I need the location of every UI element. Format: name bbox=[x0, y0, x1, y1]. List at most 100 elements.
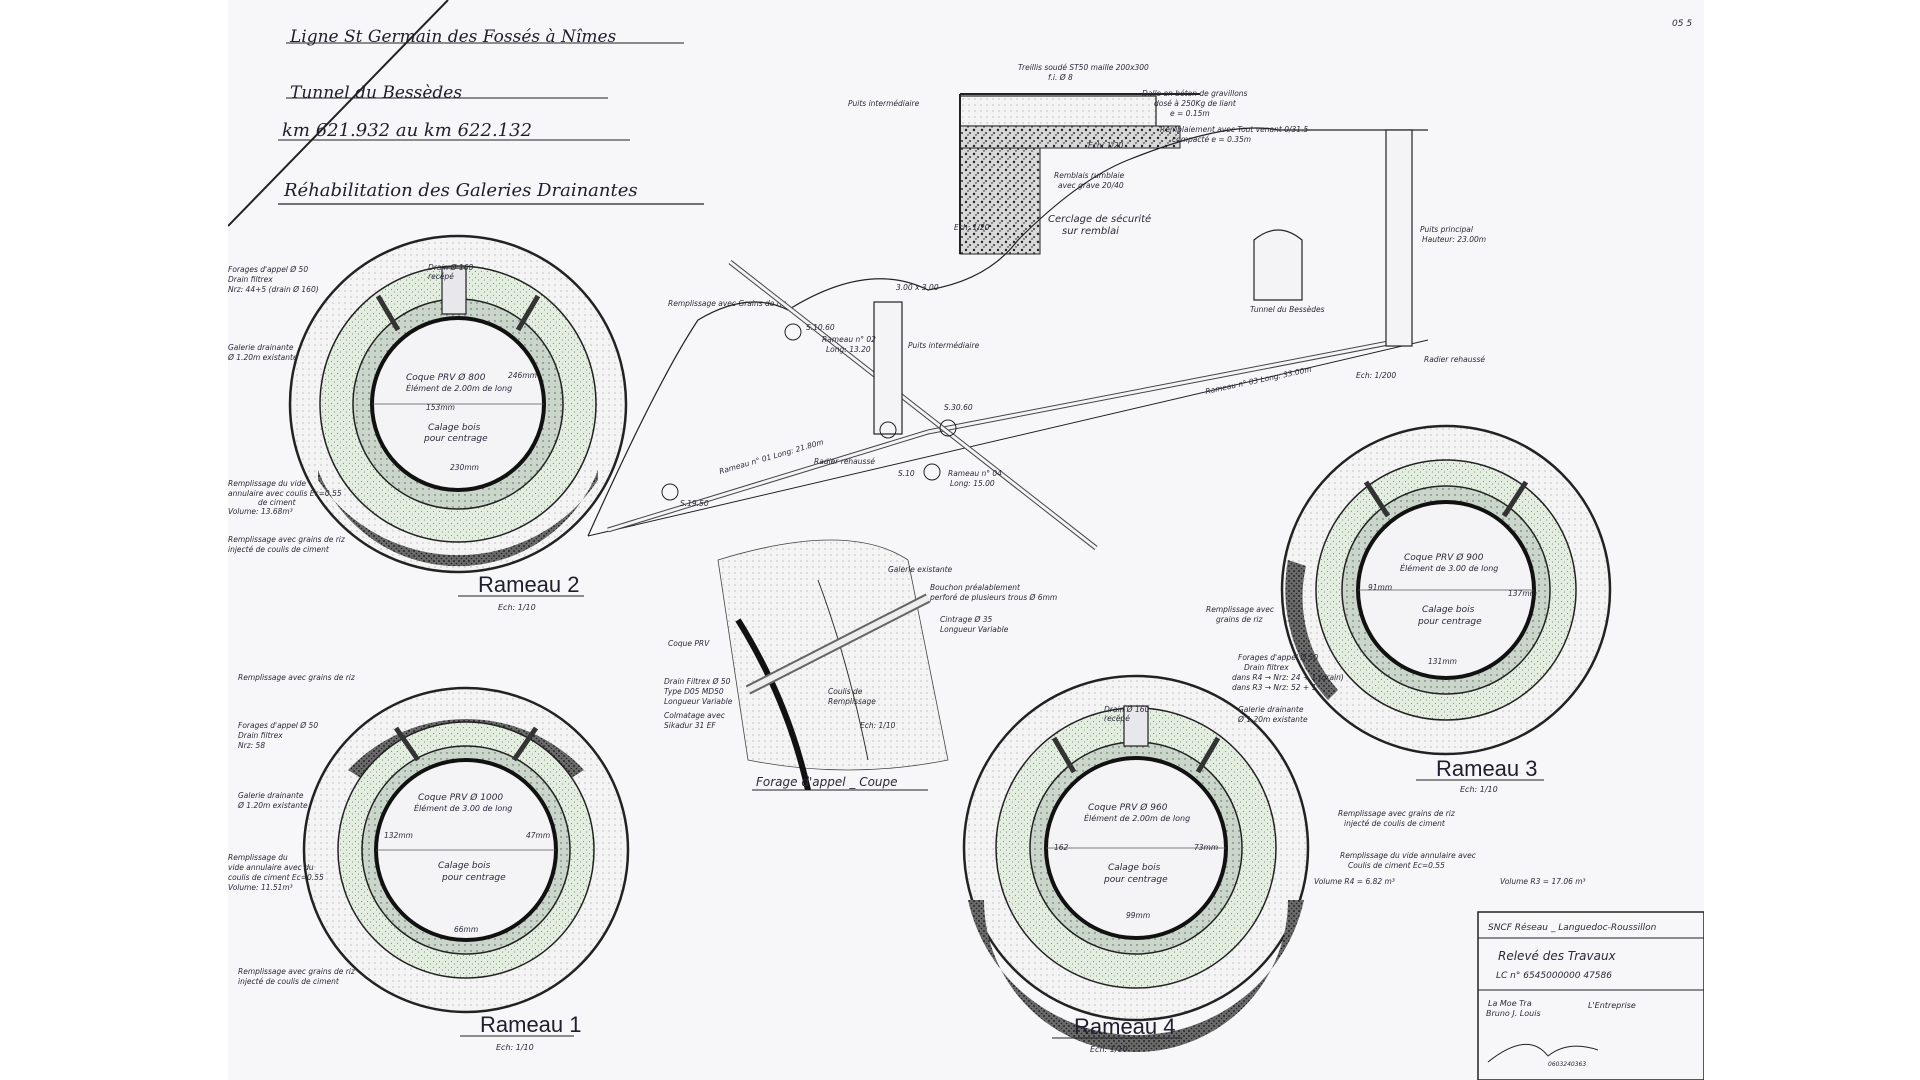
forage-perfore: perforé de plusieurs trous Ø 6mm bbox=[929, 593, 1057, 602]
r2-calage: Calage bois bbox=[428, 423, 481, 433]
r3-element: Élément de 3.00 de long bbox=[1400, 562, 1498, 573]
forage-bouchon: Bouchon préalablement bbox=[930, 583, 1021, 592]
cartouche: SNCF Réseau _ Languedoc-Roussillon Relev… bbox=[1477, 911, 1704, 1080]
r3-grains-riz: grains de riz bbox=[1216, 615, 1263, 624]
detail-treillis: Treillis soudé ST50 maille 200x300 bbox=[1018, 63, 1149, 72]
r2-drain-filtrex: Drain filtrex bbox=[228, 275, 273, 284]
r1-galerie-dim: Ø 1.20m existante bbox=[237, 801, 308, 810]
header-line1: Ligne St Germain des Fossés à Nîmes bbox=[289, 27, 617, 47]
r4-calage: Calage bois bbox=[1108, 863, 1161, 873]
rameau4-floor-grout bbox=[968, 900, 1304, 1052]
rameau3-forage-right bbox=[1501, 480, 1529, 518]
r3-coque: Coque PRV Ø 900 bbox=[1404, 552, 1484, 563]
r2-title: Rameau 2 bbox=[478, 572, 580, 597]
forage-galerie: Galerie existante bbox=[888, 565, 953, 574]
plan-rameau2-long: Long: 13.20 bbox=[826, 345, 871, 354]
detail-puits: Puits intermédiaire bbox=[848, 99, 920, 108]
plan-rameau2: Rameau n° 02 bbox=[822, 335, 876, 344]
r3-injecte: injecté de coulis de ciment bbox=[1344, 819, 1446, 828]
r3-forages: Forages d'appel Ø 50 bbox=[1238, 653, 1318, 662]
forage-remp: Remplissage bbox=[828, 697, 876, 706]
detail-slab bbox=[959, 95, 1157, 127]
r2-injecte: injecté de coulis de ciment bbox=[228, 545, 330, 554]
detail-ech2: Ech: 1/20 bbox=[954, 223, 990, 232]
r1-title: Rameau 1 bbox=[480, 1012, 582, 1037]
r3-vol-r4: Volume R4 = 6.82 m³ bbox=[1314, 877, 1395, 886]
r3-galerie-dim: Ø 1.20m existante bbox=[1237, 715, 1308, 724]
detail-dosage: dosé à 250Kg de liant bbox=[1154, 99, 1237, 108]
rameau4-drain-pipe bbox=[1123, 705, 1149, 747]
cartouche-entreprise: L'Entreprise bbox=[1588, 1001, 1636, 1010]
r1-nrz: Nrz: 58 bbox=[238, 741, 265, 750]
plan-tunnel-portal bbox=[1253, 229, 1303, 301]
r1-coulis: coulis de ciment Ec=0.55 bbox=[228, 873, 324, 882]
r2-remplissage-riz: Remplissage avec Grains de riz bbox=[668, 299, 787, 308]
rameau1-forage-left bbox=[393, 726, 421, 762]
r3-dim3: 131mm bbox=[1428, 657, 1457, 666]
plan-intermediate-shaft bbox=[873, 301, 903, 435]
r1-vide: vide annulaire avec du bbox=[228, 863, 314, 872]
r3-coulis: Coulis de ciment Ec=0.55 bbox=[1348, 861, 1445, 870]
r2-forages: Forages d'appel Ø 50 bbox=[228, 265, 308, 274]
r1-remp-injecte: Remplissage avec grains de riz bbox=[238, 967, 356, 976]
r3-r4-note: dans R4 → Nrz: 24 + 1 (drain) bbox=[1232, 673, 1344, 682]
rameau2-drain-pipe bbox=[441, 267, 467, 315]
cartouche-moe: La Moe Tra bbox=[1488, 999, 1532, 1008]
plan-radier: Radier rehaussé bbox=[1424, 355, 1485, 364]
plan-s195: S.19.50 bbox=[680, 499, 709, 508]
detail-backfill-layer bbox=[959, 125, 1181, 149]
forage-coulis: Coulis de bbox=[828, 687, 863, 696]
rameau4-forage-left bbox=[1051, 736, 1077, 774]
r2-recepe: recépé bbox=[428, 272, 454, 281]
r2-annulaire: annulaire avec coulis Ec=0.55 bbox=[228, 489, 342, 498]
forage-gallery-wall bbox=[817, 579, 869, 761]
detail-sur: sur remblai bbox=[1062, 226, 1119, 237]
r2-dim3: 230mm bbox=[450, 463, 479, 472]
r1-injecte: injecté de coulis de ciment bbox=[238, 977, 340, 986]
plan-cross-bore bbox=[729, 260, 1097, 550]
r2-galerie-dim: Ø 1.20m existante bbox=[228, 353, 298, 362]
forage-coupe-section: Galerie existante Bouchon préalablement … bbox=[664, 539, 1057, 791]
r2-scale: Ech: 1/10 bbox=[498, 603, 536, 612]
forage-longueur: Longueur Variable bbox=[940, 625, 1009, 634]
r3-dim2: 137mm bbox=[1508, 589, 1537, 598]
shaft-cap-detail: Treillis soudé ST50 maille 200x300 f.i. … bbox=[848, 63, 1308, 255]
detail-ech: Ech: 1/20 bbox=[1088, 141, 1124, 150]
r1-forages: Forages d'appel Ø 50 bbox=[238, 721, 318, 730]
forage-lv: Longueur Variable bbox=[664, 697, 733, 706]
detail-e1: e = 0.15m bbox=[1170, 109, 1210, 118]
header-line4: Réhabilitation des Galeries Drainantes bbox=[283, 180, 638, 201]
r2-centrage: pour centrage bbox=[423, 434, 488, 444]
corner-note: 05 5 bbox=[1672, 19, 1692, 29]
plan-tunnel-axis bbox=[587, 339, 1429, 537]
cartouche-stamp: 0603240363 bbox=[1548, 1061, 1586, 1068]
rameau2-floor-grout bbox=[318, 470, 598, 567]
r3-dim1: 91mm bbox=[1368, 583, 1392, 592]
r4-drain160: Drain Ø 160 bbox=[1104, 705, 1150, 714]
r4-title: Rameau 4 bbox=[1074, 1014, 1176, 1039]
plan-s310: S.10.60 bbox=[806, 323, 835, 332]
plan-rameau4-long: Long: 15.00 bbox=[950, 479, 995, 488]
cartouche-frame bbox=[1477, 911, 1704, 1080]
r1-element: Élément de 3.00 de long bbox=[414, 802, 512, 813]
r2-volume: Volume: 13.68m³ bbox=[228, 507, 293, 516]
forage-prv-shell bbox=[735, 618, 811, 791]
r4-scale: Ech: 1/10 bbox=[1090, 1045, 1128, 1054]
plan-node-4 bbox=[661, 483, 679, 501]
r1-remplissage-riz: Remplissage avec grains de riz bbox=[238, 673, 356, 682]
tunnel-plan-view: Puits principal Hauteur: 23.00m Tunnel d… bbox=[587, 127, 1486, 550]
r1-dim1: 132mm bbox=[384, 831, 413, 840]
r2-remp-injecte: Remplissage avec grains de riz bbox=[228, 535, 346, 544]
signature-mark bbox=[1487, 1043, 1599, 1063]
plan-s105: S.10 bbox=[898, 469, 915, 478]
plan-hauteur: Hauteur: 23.00m bbox=[1422, 235, 1486, 244]
rameau2-forage-left bbox=[375, 294, 401, 332]
plan-puits-principal: Puits principal bbox=[1420, 225, 1474, 234]
r1-galerie: Galerie drainante bbox=[238, 791, 304, 800]
r2-drain160: Drain Ø 160 bbox=[428, 263, 474, 272]
rameau2-forage-right bbox=[515, 294, 541, 332]
detail-cerclage: Cerclage de sécurité bbox=[1048, 213, 1151, 225]
rameau-2-section: Forages d'appel Ø 50 Drain filtrex Nrz: … bbox=[228, 234, 787, 612]
plan-puits-int: Puits intermédiaire bbox=[908, 341, 980, 350]
detail-remblais: Remblais rumblaie bbox=[1054, 171, 1125, 180]
